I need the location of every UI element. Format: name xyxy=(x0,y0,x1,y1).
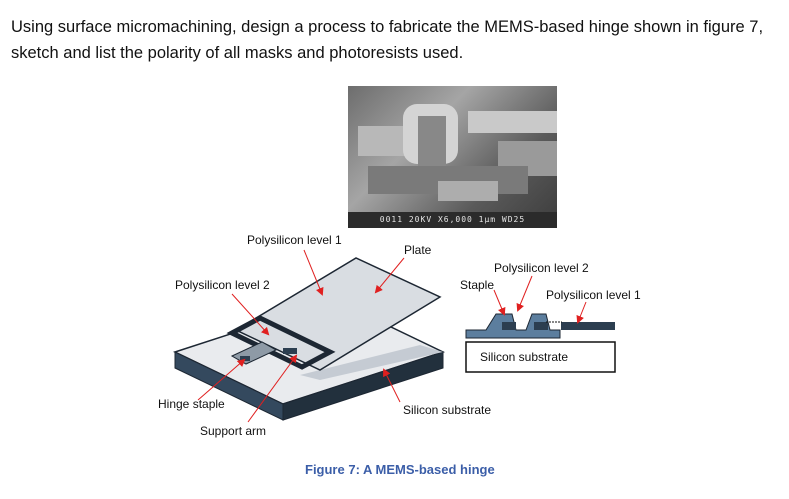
label-polysilicon-level-2-right: Polysilicon level 2 xyxy=(494,261,589,275)
sem-hinge-image xyxy=(358,104,557,201)
cross-section-substrate xyxy=(465,341,616,373)
sem-micrograph: 0011 20KV X6,000 1µm WD25 xyxy=(348,86,557,228)
label-hinge-staple: Hinge staple xyxy=(158,397,225,411)
label-polysilicon-level-1-right: Polysilicon level 1 xyxy=(546,288,641,302)
figure-caption: Figure 7: A MEMS-based hinge xyxy=(305,462,495,477)
sem-caption: 0011 20KV X6,000 1µm WD25 xyxy=(348,212,557,228)
label-staple: Staple xyxy=(460,278,495,292)
label-polysilicon-level-2: Polysilicon level 2 xyxy=(175,278,270,292)
label-support-arm: Support arm xyxy=(200,424,267,438)
label-silicon-substrate-box: Silicon substrate xyxy=(480,350,569,364)
question-text: Using surface micromachining, design a p… xyxy=(11,18,764,62)
label-silicon-substrate: Silicon substrate xyxy=(403,403,492,417)
support-arm xyxy=(226,315,336,370)
label-polysilicon-level-1: Polysilicon level 1 xyxy=(247,233,342,247)
label-plate: Plate xyxy=(404,243,432,257)
